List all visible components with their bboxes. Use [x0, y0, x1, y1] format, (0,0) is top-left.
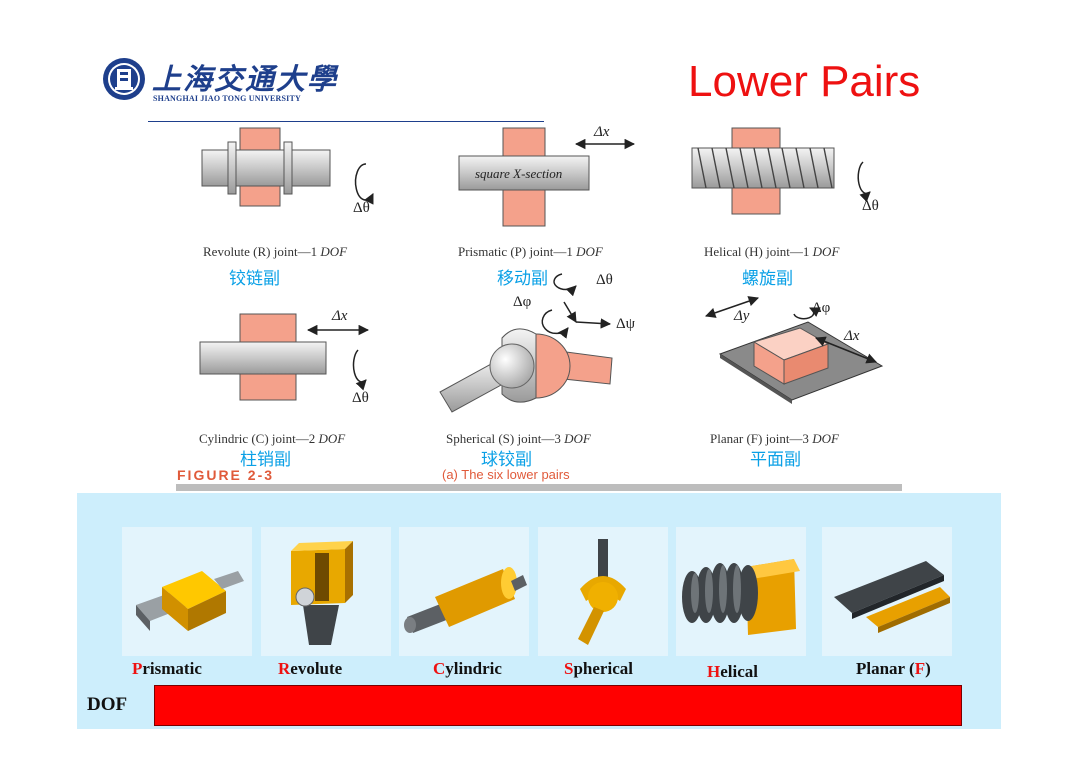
helical-card [676, 527, 806, 656]
revolute-model-icon [291, 541, 353, 645]
helical-theta-symbol: Δθ [862, 198, 879, 214]
university-name-en: SHANGHAI JIAO TONG UNIVERSITY [153, 94, 301, 103]
pair-label-prismatic: Prismatic [132, 659, 202, 678]
prismatic-x-symbol: Δx [593, 124, 610, 140]
planar-model-icon [834, 561, 950, 633]
planar-x-symbol: Δx [843, 328, 860, 344]
figure-bottom-bar [176, 484, 902, 491]
planar-card [822, 527, 952, 656]
spherical-card [538, 527, 668, 656]
university-name-cn: 上海交通大學 [152, 62, 339, 96]
lower-pairs-figure: Δθ square X-section Δx Δθ Δx Δθ Δθ Δφ Δψ [199, 124, 884, 413]
page-title: Lower Pairs [688, 57, 921, 106]
helical-model-icon [682, 559, 800, 635]
planar-phi-symbol: Δφ [812, 300, 831, 316]
spherical-caption: Spherical (S) joint—3 DOF [446, 431, 591, 446]
prismatic-card [122, 527, 252, 656]
planar-caption: Planar (F) joint—3 DOF [710, 431, 839, 446]
pair-label-planar: Planar (F) [856, 659, 931, 678]
revolute-card [261, 527, 391, 656]
planar-joint-drawing [705, 296, 884, 404]
cylindric-joint-drawing [199, 313, 370, 401]
spherical-model-icon [578, 539, 626, 645]
square-section-label: square X-section [475, 166, 562, 181]
pair-label-helical: Helical [707, 662, 758, 681]
revolute-cn-label: 铰链副 [229, 269, 280, 289]
dof-bar [154, 685, 962, 726]
spherical-joint-drawing [439, 273, 613, 413]
helical-caption: Helical (H) joint—1 DOF [704, 244, 840, 259]
pair-label-revolute: Revolute [278, 659, 343, 678]
helical-cn-label: 螺旋副 [742, 269, 793, 289]
cylindric-theta-symbol: Δθ [352, 390, 369, 406]
revolute-theta-symbol: Δθ [353, 200, 370, 216]
figure-subcaption: (a) The six lower pairs [442, 467, 570, 482]
cylindric-caption: Cylindric (C) joint—2 DOF [199, 431, 346, 446]
cylindric-x-symbol: Δx [331, 308, 348, 324]
spherical-psi-symbol: Δψ [616, 316, 636, 332]
pair-label-spherical: Spherical [564, 659, 633, 678]
figure-number: FIGURE 2-3 [177, 467, 275, 483]
revolute-caption: Revolute (R) joint—1 DOF [203, 244, 348, 259]
planar-y-symbol: Δy [733, 308, 750, 324]
prismatic-model-icon [136, 571, 244, 631]
university-seal-icon [103, 58, 145, 100]
prismatic-caption: Prismatic (P) joint—1 DOF [458, 244, 603, 259]
helical-joint-drawing [691, 127, 871, 215]
pair-label-cylindric: Cylindric [433, 659, 502, 678]
header-divider [148, 121, 544, 122]
cylindric-model-icon [404, 567, 527, 633]
cylindric-cn-label: 柱销副 [240, 450, 291, 470]
prismatic-cn-label: 移动副 [497, 269, 548, 289]
dof-label: DOF [87, 694, 128, 715]
spherical-phi-symbol: Δφ [513, 294, 532, 310]
cylindric-card [399, 527, 529, 656]
spherical-cn-label: 球铰副 [481, 450, 532, 470]
spherical-theta-symbol: Δθ [596, 272, 613, 288]
revolute-joint-drawing [201, 127, 374, 207]
planar-cn-label: 平面副 [750, 450, 801, 470]
prismatic-joint-drawing [458, 127, 636, 227]
